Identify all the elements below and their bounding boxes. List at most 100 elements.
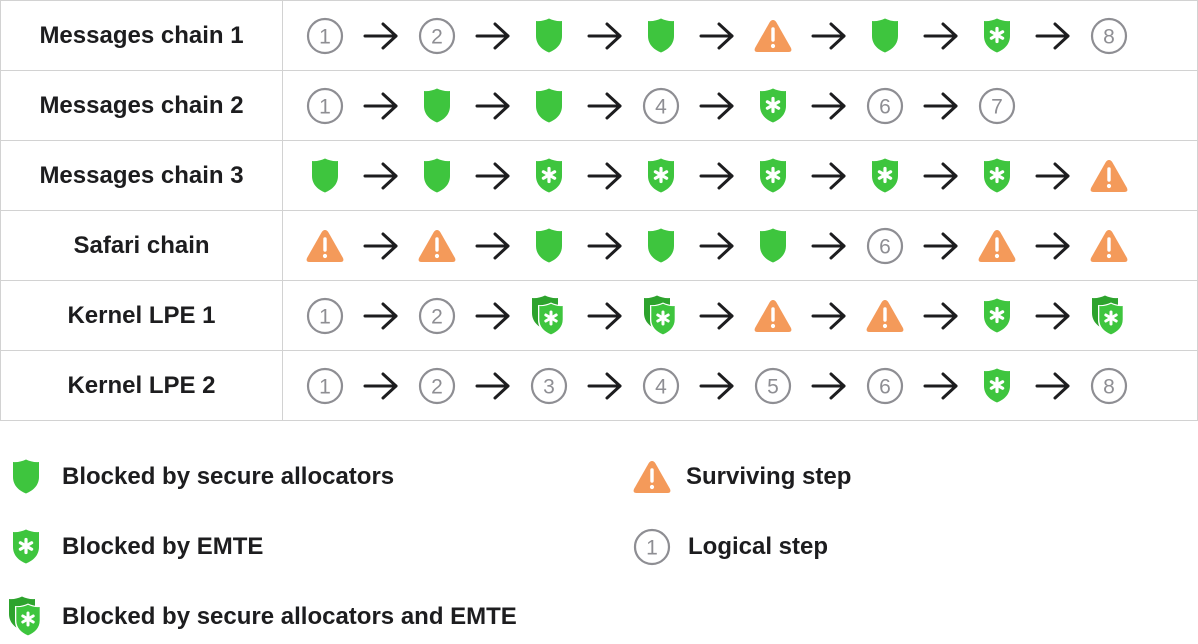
arrow-right-icon: [1035, 161, 1071, 191]
svg-text:8: 8: [1103, 376, 1115, 399]
legend-label: Surviving step: [686, 463, 852, 490]
warning-triangle-icon: [753, 16, 793, 56]
warning-triangle-icon: [632, 457, 672, 497]
warning-triangle-icon: [865, 296, 905, 336]
asterisk-shield-icon: [641, 156, 681, 196]
chain-steps: 6: [283, 211, 1197, 280]
legend-label: Blocked by secure allocators: [62, 463, 395, 490]
svg-text:4: 4: [655, 376, 667, 399]
double-shield-asterisk-icon: [6, 596, 46, 638]
circled-number-icon: 2: [417, 366, 457, 406]
arrow-right-icon: [1035, 371, 1071, 401]
double-shield-asterisk-icon: [1089, 295, 1129, 337]
warning-triangle-icon: [1089, 226, 1129, 266]
shield-icon: [305, 156, 345, 196]
legend-label: Blocked by EMTE: [62, 533, 264, 560]
asterisk-shield-icon: [977, 366, 1017, 406]
circled-number-icon: 5: [753, 366, 793, 406]
arrow-right-icon: [923, 91, 959, 121]
arrow-right-icon: [811, 161, 847, 191]
arrow-right-icon: [699, 91, 735, 121]
arrow-right-icon: [923, 301, 959, 331]
circled-number-icon: 6: [865, 366, 905, 406]
chain-name: Messages chain 2: [0, 70, 283, 141]
chain-row: Safari chain 6: [0, 210, 1198, 281]
chain-steps: [283, 141, 1197, 210]
double-shield-asterisk-icon: [641, 295, 681, 337]
svg-text:1: 1: [319, 306, 331, 329]
asterisk-shield-icon: [977, 156, 1017, 196]
shield-icon: [529, 16, 569, 56]
shield-icon: [6, 457, 46, 497]
asterisk-shield-icon: [977, 16, 1017, 56]
svg-text:1: 1: [319, 96, 331, 119]
svg-text:7: 7: [991, 96, 1003, 119]
warning-triangle-icon: [753, 296, 793, 336]
circled-number-icon: 8: [1089, 16, 1129, 56]
shield-icon: [641, 226, 681, 266]
chain-name: Messages chain 3: [0, 140, 283, 211]
arrow-right-icon: [475, 301, 511, 331]
shield-icon: [529, 86, 569, 126]
arrow-right-icon: [475, 91, 511, 121]
circled-number-icon: 1: [305, 366, 345, 406]
asterisk-shield-icon: [6, 527, 46, 567]
arrow-right-icon: [587, 231, 623, 261]
arrow-right-icon: [923, 371, 959, 401]
svg-text:1: 1: [319, 26, 331, 49]
legend-label: Logical step: [688, 533, 829, 560]
circled-number-icon: 6: [865, 86, 905, 126]
arrow-right-icon: [363, 371, 399, 401]
legend-item-logical: 1 Logical step: [632, 527, 828, 567]
svg-text:3: 3: [543, 376, 555, 399]
warning-triangle-icon: [1089, 156, 1129, 196]
double-shield-asterisk-icon: [529, 295, 569, 337]
shield-icon: [753, 226, 793, 266]
svg-text:1: 1: [319, 376, 331, 399]
chain-name: Kernel LPE 2: [0, 350, 283, 421]
svg-text:2: 2: [431, 306, 443, 329]
svg-text:1: 1: [646, 537, 658, 560]
shield-icon: [865, 16, 905, 56]
warning-triangle-icon: [417, 226, 457, 266]
arrow-right-icon: [363, 91, 399, 121]
arrow-right-icon: [811, 21, 847, 51]
shield-icon: [529, 226, 569, 266]
arrow-right-icon: [475, 231, 511, 261]
shield-icon: [417, 86, 457, 126]
arrow-right-icon: [699, 231, 735, 261]
circled-number-icon: 7: [977, 86, 1017, 126]
chain-steps: 1 4 6 7: [283, 71, 1197, 140]
arrow-right-icon: [587, 21, 623, 51]
arrow-right-icon: [699, 161, 735, 191]
arrow-right-icon: [363, 21, 399, 51]
chain-name: Messages chain 1: [0, 0, 283, 71]
warning-triangle-icon: [305, 226, 345, 266]
legend-item-emte: Blocked by EMTE: [6, 527, 263, 567]
circled-number-icon: 4: [641, 86, 681, 126]
circled-number-icon: 2: [417, 296, 457, 336]
circled-number-icon: 8: [1089, 366, 1129, 406]
chain-row: Messages chain 3: [0, 140, 1198, 211]
svg-text:6: 6: [879, 236, 891, 259]
asterisk-shield-icon: [753, 156, 793, 196]
arrow-right-icon: [699, 371, 735, 401]
svg-text:4: 4: [655, 96, 667, 119]
circled-number-icon: 6: [865, 226, 905, 266]
chain-name: Safari chain: [0, 210, 283, 281]
arrow-right-icon: [475, 21, 511, 51]
shield-icon: [417, 156, 457, 196]
arrow-right-icon: [811, 91, 847, 121]
asterisk-shield-icon: [529, 156, 569, 196]
arrow-right-icon: [811, 371, 847, 401]
asterisk-shield-icon: [977, 296, 1017, 336]
circled-number-icon: 1: [305, 296, 345, 336]
legend-item-surviving: Surviving step: [632, 457, 851, 497]
shield-icon: [641, 16, 681, 56]
warning-triangle-icon: [977, 226, 1017, 266]
circled-number-icon: 4: [641, 366, 681, 406]
